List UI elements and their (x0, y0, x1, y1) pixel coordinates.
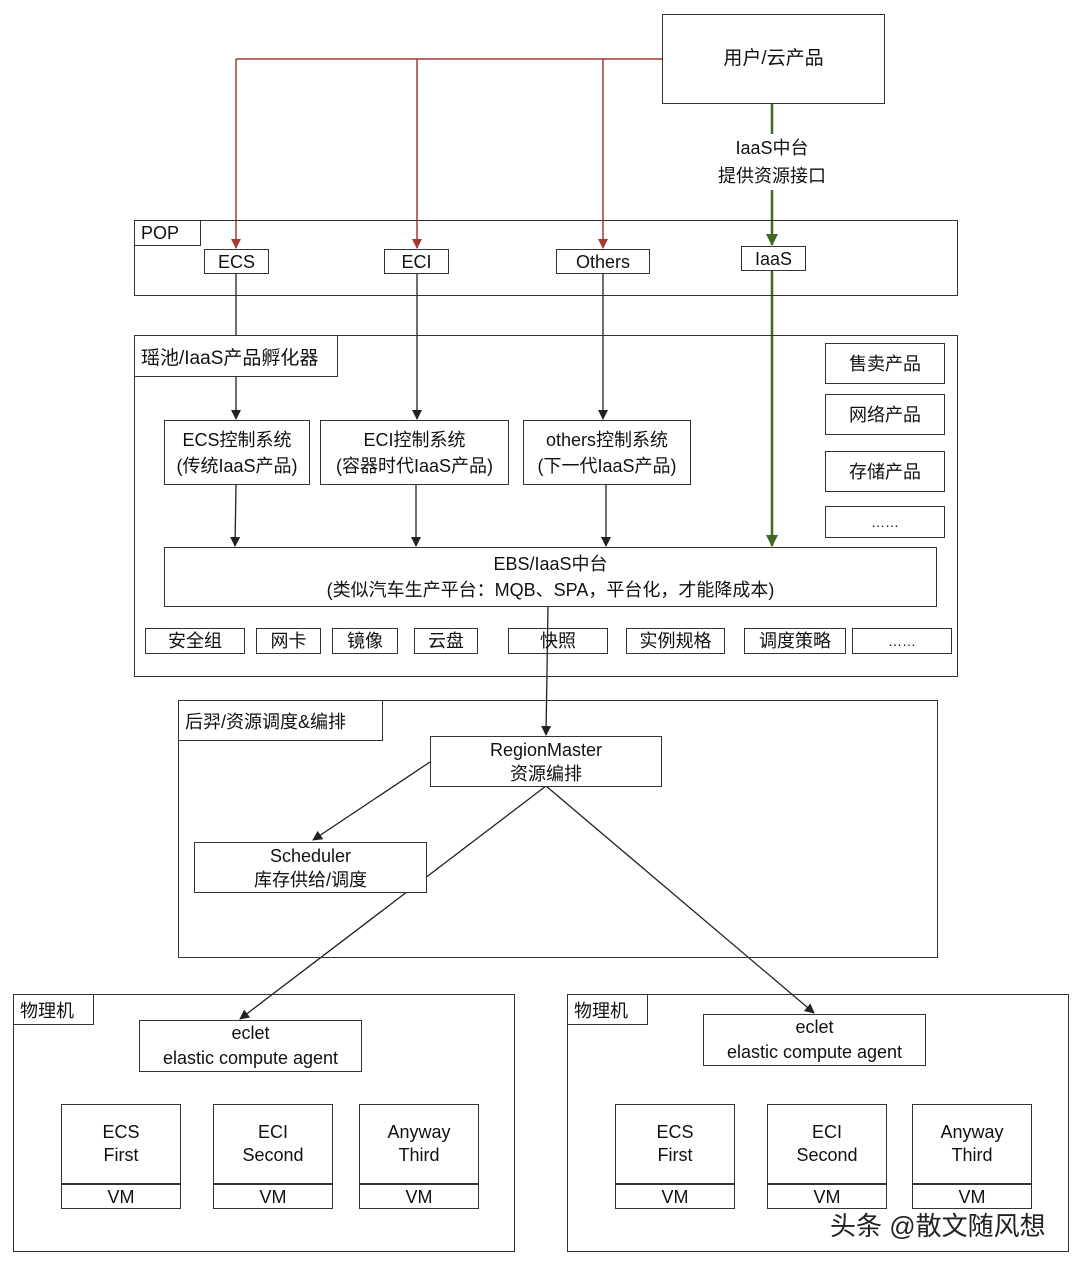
pop-tag: POP (134, 220, 201, 246)
physical-host-left (13, 994, 515, 1252)
component-security-group: 安全组 (145, 628, 245, 654)
regionmaster-title: RegionMaster (489, 739, 603, 760)
vm-label: VM (661, 1186, 689, 1207)
ebs-sub: (类似汽车生产平台：MQB、SPA，平台化，才能降成本) (326, 580, 775, 600)
eci-control-system: ECI控制系统 (容器时代IaaS产品) (320, 420, 509, 485)
pop-eci: ECI (384, 249, 449, 274)
red-connectors (231, 58, 662, 249)
vm-name: ECI (257, 1122, 288, 1142)
pop-ecs: ECS (204, 249, 269, 274)
vm-name: Anyway (940, 1122, 1004, 1142)
vm-order: Third (951, 1145, 993, 1165)
ecs-control-system: ECS控制系统 (传统IaaS产品) (164, 420, 310, 485)
component-scheduling-policy: 调度策略 (744, 628, 846, 654)
scheduler-title: Scheduler (269, 845, 352, 866)
vm-order: Second (796, 1145, 858, 1165)
side-product-sales: 售卖产品 (825, 343, 945, 384)
side-product-more: …… (825, 506, 945, 538)
vm-name: Anyway (387, 1122, 451, 1142)
pop-iaas: IaaS (741, 246, 806, 271)
regionmaster-sub: 资源编排 (510, 763, 582, 784)
iaas-interface-label: IaaS中台提供资源接口 (700, 134, 844, 190)
pop-frame (134, 220, 958, 296)
vm-order: Third (398, 1145, 440, 1165)
vm-label: VM (813, 1186, 841, 1207)
side-product-storage: 存储产品 (825, 451, 945, 492)
vm-name: ECI (811, 1122, 842, 1142)
houyi-tag: 后羿/资源调度&编排 (178, 700, 383, 741)
component-nic: 网卡 (256, 628, 321, 654)
host-left-tag: 物理机 (13, 994, 94, 1025)
regionmaster-box: RegionMaster 资源编排 (430, 736, 662, 787)
vm-label: VM (107, 1186, 135, 1207)
component-disk: 云盘 (414, 628, 478, 654)
ebs-iaas-platform: EBS/IaaS中台 (类似汽车生产平台：MQB、SPA，平台化，才能降成本) (164, 547, 937, 607)
eclet-title: eclet (231, 1023, 270, 1043)
user-cloud-product-box: 用户/云产品 (662, 14, 885, 104)
component-more: …… (852, 628, 952, 654)
vm-order: First (103, 1145, 139, 1165)
host-right-tag: 物理机 (567, 994, 648, 1025)
ecs-control-sub: (传统IaaS产品) (176, 455, 298, 476)
vm-name: ECS (656, 1122, 694, 1142)
eclet-agent-right: eclet elastic compute agent (703, 1014, 926, 1066)
eci-control-sub: (容器时代IaaS产品) (335, 455, 494, 476)
others-control-system: others控制系统 (下一代IaaS产品) (523, 420, 691, 485)
vm-order: First (657, 1145, 693, 1165)
ecs-control-title: ECS控制系统 (182, 429, 292, 450)
scheduler-sub: 库存供给/调度 (253, 869, 367, 890)
black-connectors (230, 273, 815, 1020)
pop-others: Others (556, 249, 650, 274)
iaas-label-line1: IaaS中台 (735, 138, 809, 158)
eci-control-title: ECI控制系统 (363, 429, 466, 450)
component-snapshot: 快照 (508, 628, 608, 654)
yaochi-frame (134, 335, 958, 677)
eclet-sub: elastic compute agent (726, 1042, 903, 1062)
vm-label: VM (259, 1186, 287, 1207)
houyi-frame (178, 700, 938, 958)
vm-label: VM (405, 1186, 433, 1207)
others-control-title: others控制系统 (545, 429, 669, 450)
component-instance-spec: 实例规格 (626, 628, 725, 654)
watermark: 头条 @散文随风想 (830, 1211, 1046, 1241)
vm-name: ECS (102, 1122, 140, 1142)
eclet-agent-left: eclet elastic compute agent (139, 1020, 362, 1072)
eclet-title: eclet (795, 1017, 834, 1037)
eclet-sub: elastic compute agent (162, 1048, 339, 1068)
iaas-label-line2: 提供资源接口 (718, 166, 826, 186)
scheduler-box: Scheduler 库存供给/调度 (194, 842, 427, 893)
component-image: 镜像 (332, 628, 398, 654)
ebs-title: EBS/IaaS中台 (493, 554, 608, 574)
vm-label: VM (958, 1186, 986, 1207)
vm-order: Second (242, 1145, 304, 1165)
others-control-sub: (下一代IaaS产品) (537, 455, 677, 476)
yaochi-tag: 瑶池/IaaS产品孵化器 (134, 335, 338, 377)
side-product-network: 网络产品 (825, 394, 945, 435)
physical-host-right (567, 994, 1069, 1252)
user-label: 用户/云产品 (723, 48, 824, 69)
